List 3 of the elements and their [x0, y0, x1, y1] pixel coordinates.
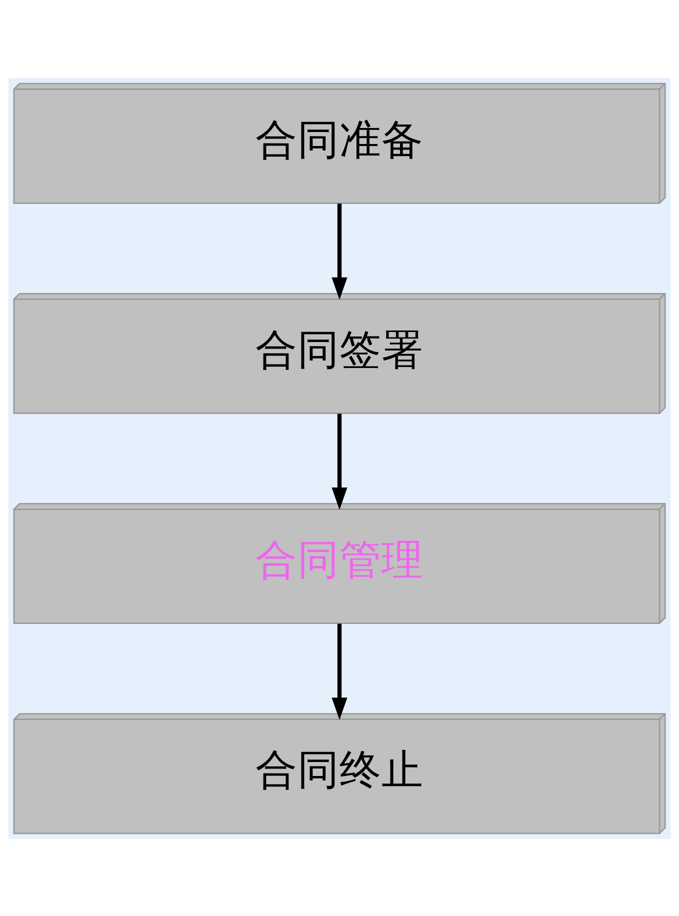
arrow: [332, 623, 348, 720]
arrow: [332, 413, 348, 510]
arrow: [332, 203, 348, 300]
